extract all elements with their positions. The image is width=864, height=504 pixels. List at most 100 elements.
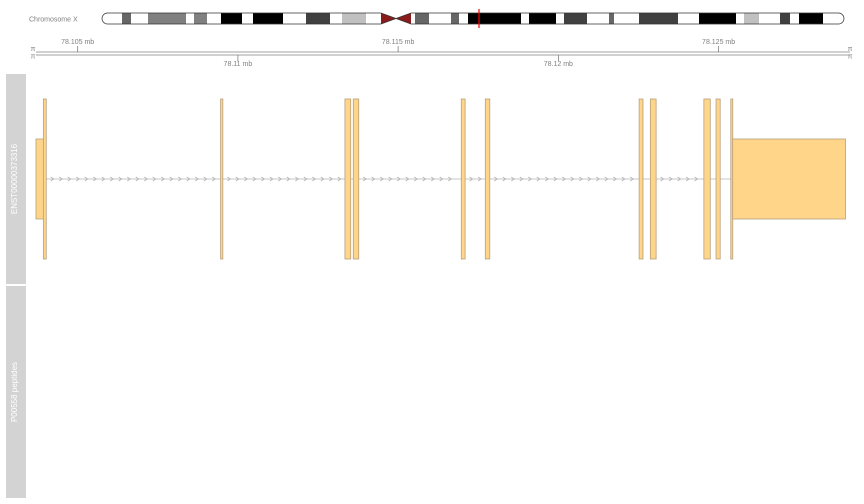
chromosome-band [744, 13, 759, 24]
chromosome-band [609, 13, 614, 24]
strand-arrow [604, 176, 609, 182]
chromosome-band [790, 13, 799, 24]
strand-arrow [660, 176, 665, 182]
strand-arrow [685, 176, 690, 182]
chromosome-band [415, 13, 429, 24]
strand-arrow [227, 176, 232, 182]
strand-arrow [161, 176, 165, 182]
coding-exon [460, 98, 466, 260]
strand-arrow [677, 176, 682, 182]
coding-exon [352, 98, 360, 260]
axis-tick-label-top: 78.105 mb [61, 39, 94, 46]
chromosome-band [330, 13, 342, 24]
exons [35, 98, 846, 260]
chromosome-band [451, 13, 459, 24]
strand-arrow [413, 176, 418, 182]
axis-end-glyph: π [848, 54, 853, 61]
strand-arrow [127, 176, 131, 182]
strand-arrow [596, 176, 601, 182]
chromosome-band [564, 13, 587, 24]
strand-arrow [494, 176, 499, 182]
strand-arrow [570, 176, 575, 182]
strand-arrow [50, 176, 55, 182]
strand-arrows [50, 176, 699, 182]
strand-arrow [587, 176, 592, 182]
strand-arrow [269, 176, 274, 182]
strand-arrow [405, 176, 410, 182]
chromosome-band [780, 13, 790, 24]
strand-arrow [528, 176, 533, 182]
strand-arrow [67, 176, 72, 182]
strand-arrow [422, 176, 427, 182]
strand-arrow [536, 176, 541, 182]
chromosome-band [529, 13, 556, 24]
strand-arrow [511, 176, 516, 182]
strand-arrow [76, 176, 80, 182]
strand-arrow [396, 176, 401, 182]
strand-arrow [203, 176, 208, 182]
strand-arrow [388, 176, 393, 182]
strand-arrow [694, 176, 699, 182]
chromosome-band [342, 13, 366, 24]
coding-exon [484, 98, 491, 260]
chromosome-band [122, 13, 131, 24]
chromosome-band [306, 13, 330, 24]
strand-arrow [101, 176, 106, 182]
chromosome-band [186, 13, 194, 24]
coding-exon [638, 98, 644, 260]
coding-exon [344, 98, 352, 260]
strand-arrow [212, 176, 216, 182]
strand-arrow [579, 176, 584, 182]
strand-arrow [286, 176, 291, 182]
chromosome-band [242, 13, 253, 24]
transcript-model [35, 98, 846, 260]
strand-arrow [502, 176, 507, 182]
strand-arrow [621, 176, 626, 182]
chromosome-band [253, 13, 283, 24]
strand-arrow [379, 176, 384, 182]
strand-arrow [469, 176, 474, 182]
track-panel-transcript [6, 74, 26, 284]
strand-arrow [553, 176, 558, 182]
centromere-right [396, 13, 411, 24]
chromosome-band [736, 13, 744, 24]
strand-arrow [668, 176, 673, 182]
strand-arrow [178, 176, 182, 182]
strand-arrow [93, 176, 97, 182]
chromosome-band [759, 13, 780, 24]
strand-arrow [235, 176, 240, 182]
strand-arrow [252, 176, 257, 182]
ideogram-bands [102, 13, 844, 24]
chromosome-ideogram: Chromosome X [29, 9, 845, 28]
chromosome-band [102, 13, 122, 24]
chromosome-band [207, 13, 221, 24]
chromosome-band [699, 13, 736, 24]
chromosome-band [366, 13, 381, 24]
coding-exon [220, 98, 224, 260]
chromosome-band [556, 13, 564, 24]
coding-exon [715, 98, 721, 260]
strand-arrow [312, 176, 317, 182]
coding-exon [649, 98, 657, 260]
chromosome-band [480, 13, 521, 24]
coding-exon [42, 98, 47, 260]
strand-arrow [295, 176, 300, 182]
axis-end-glyph: π [31, 46, 36, 53]
axis-end-glyph: π [848, 46, 853, 53]
chromosome-band [639, 13, 678, 24]
chromosome-band [678, 13, 699, 24]
strand-arrow [545, 176, 550, 182]
strand-arrow [562, 176, 567, 182]
axis-tick-label-bottom: 78.11 mb [224, 61, 253, 68]
chromosome-band [459, 13, 468, 24]
strand-arrow [630, 176, 635, 182]
chromosome-band [283, 13, 306, 24]
strand-arrow [135, 176, 140, 182]
track-panel-peptides [6, 286, 26, 498]
centromere-left [381, 13, 396, 24]
strand-arrow [439, 176, 444, 182]
chromosome-band [194, 13, 207, 24]
strand-arrow [447, 176, 452, 182]
